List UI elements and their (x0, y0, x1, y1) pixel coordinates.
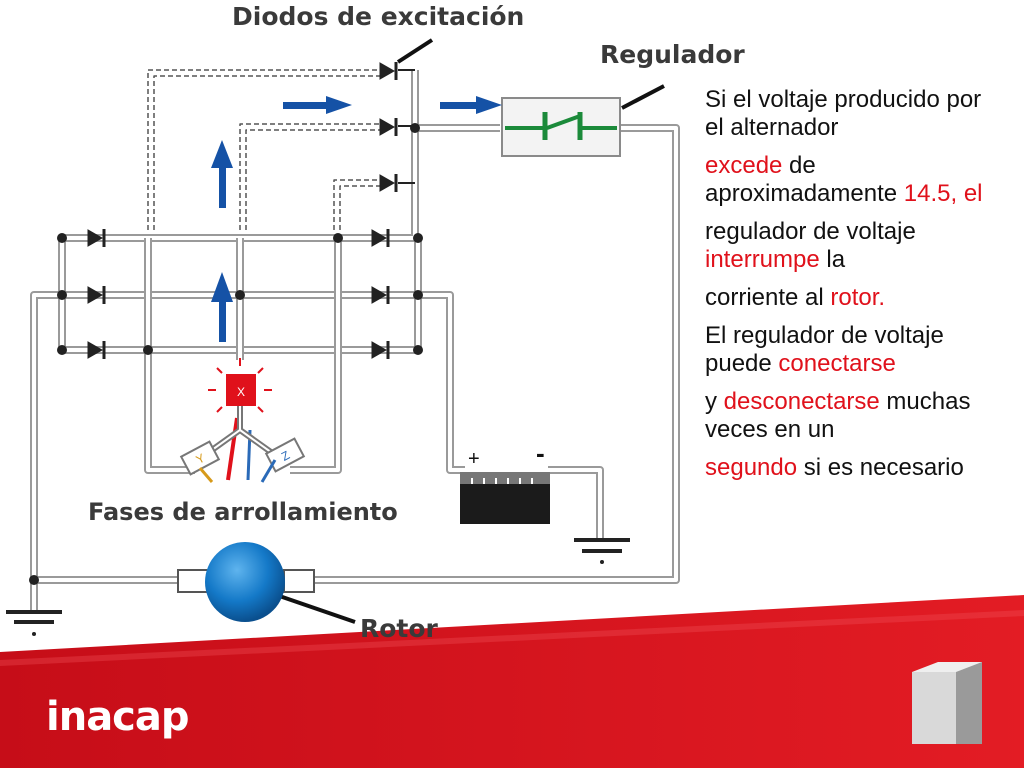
text-span: si es necesario (797, 454, 964, 481)
highlight-span: segundo (705, 454, 798, 481)
diode-icon (371, 229, 390, 247)
explanation-text: Si el voltaje producido por el alternado… (705, 86, 1005, 492)
diode-icon (87, 229, 106, 247)
text-span: de aproximadamente (705, 152, 904, 207)
phase-x-label: X (237, 385, 245, 399)
arrow-right-icon (440, 96, 502, 114)
arrow-up-icon (211, 272, 233, 342)
footer-band (0, 595, 1024, 768)
rectifier-diodes (87, 62, 398, 359)
text-span: corriente al (705, 284, 831, 311)
text-span: y (705, 388, 724, 415)
ground-icon (574, 538, 630, 564)
paragraph: corriente al rotor. (705, 284, 1005, 312)
diode-icon (371, 341, 390, 359)
regulator-box (501, 97, 621, 157)
highlight-span: excede (705, 152, 783, 179)
arrow-right-icon (283, 96, 352, 114)
building-icon (912, 662, 982, 744)
highlight-span: desconectarse (723, 388, 880, 415)
ground-icon (6, 610, 62, 636)
highlight-span: conectarse (778, 350, 896, 377)
paragraph: Si el voltaje producido por el alternado… (705, 86, 1005, 142)
paragraph: y desconectarse muchas veces en un (705, 388, 1005, 444)
highlight-span: 14.5, el (903, 180, 983, 207)
arrow-up-icon (211, 140, 233, 208)
text-span: muchas veces en un (705, 388, 971, 443)
regulator-title: Regulador (600, 40, 745, 69)
text-span: Si el voltaje producido por el alternado… (705, 86, 982, 141)
highlight-span: rotor. (830, 284, 886, 311)
text-span: la (819, 246, 846, 273)
inacap-logo: inacap (46, 694, 190, 740)
text-span: regulador de voltaje (705, 218, 916, 245)
battery-icon: + - (460, 438, 550, 524)
paragraph: regulador de voltaje interrumpe la (705, 218, 1005, 274)
exciter-diodes-title: Diodos de excitación (232, 2, 525, 31)
battery-minus: - (536, 438, 545, 468)
rotor-title: Rotor (360, 614, 438, 643)
stator-windings: X Y Z (179, 358, 306, 483)
diode-icon (379, 174, 398, 192)
diode-icon (87, 286, 106, 304)
text-span: El regulador de voltaje puede (705, 322, 944, 377)
diode-icon (379, 62, 398, 80)
diode-icon (371, 286, 390, 304)
paragraph: El regulador de voltaje puede conectarse (705, 322, 1005, 378)
wiring (30, 69, 680, 612)
paragraph: segundo si es necesario (705, 454, 1005, 482)
junction-dots (29, 123, 423, 585)
rotor-icon (177, 542, 315, 622)
windings-title: Fases de arrollamiento (88, 498, 398, 526)
diode-icon (87, 341, 106, 359)
battery-plus: + (468, 448, 480, 470)
highlight-span: interrumpe (705, 246, 820, 273)
current-arrows (211, 96, 502, 342)
paragraph: excede de aproximadamente 14.5, el (705, 152, 1005, 208)
diode-icon (379, 118, 398, 136)
